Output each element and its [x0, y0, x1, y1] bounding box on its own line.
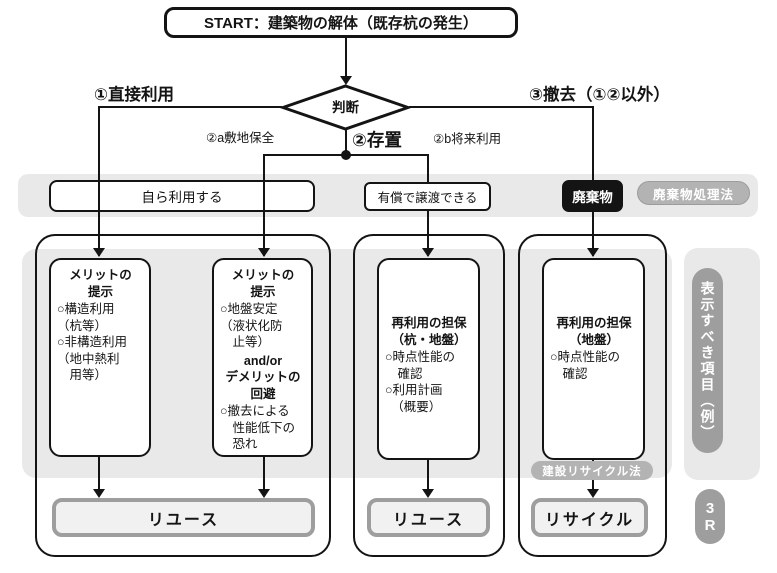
column-body: ○時点性能の 確認 [550, 350, 621, 381]
column-box-merit-ground: メリットの 提示 ○地盤安定 （液状化防 止等） and/or デメリットの 回… [212, 258, 313, 457]
arrowhead-icon [339, 76, 352, 85]
result-reuse-left: リユース [52, 498, 315, 537]
result-label: リユース [147, 511, 220, 529]
result-recycle: リサイクル [531, 498, 648, 537]
waste-node: 廃棄物 [562, 180, 623, 212]
connector-future-use-lower [427, 210, 429, 256]
branch-direct-use-label: ①直接利用 [94, 86, 174, 104]
waste-law-pill: 廃棄物処理法 [637, 181, 750, 205]
paid-transfer-node: 有償で譲渡できる [364, 182, 491, 211]
branch-leave-label: ②存置 [352, 130, 402, 150]
column-head: メリットの 提示 [231, 268, 295, 299]
column-head: メリットの 提示 [69, 268, 132, 299]
column-body2: ○撤去による 性能低下の 恐れ [220, 404, 296, 451]
arrowhead-icon [422, 248, 434, 257]
start-label: START：建築物の解体（既存杭の発生） [204, 15, 478, 32]
connector-decision-junction [344, 128, 347, 154]
paid-transfer-label: 有償で譲渡できる [377, 191, 478, 205]
arrowhead-icon [587, 489, 599, 498]
result-reuse-mid: リユース [367, 498, 490, 537]
decision-label: 判断 [332, 100, 359, 115]
waste-label: 廃棄物 [572, 190, 613, 205]
display-items-label: 表示すべき項目（例） [699, 280, 716, 441]
connector-start-decision [344, 38, 347, 77]
self-use-node: 自ら利用する [49, 180, 315, 212]
column-head: 再利用の担保 （杭・地盤） [391, 316, 467, 347]
group-transfer-frame [353, 234, 505, 557]
recycle-law-pill: 建設リサイクル法 [531, 461, 653, 480]
result-label: リユース [392, 511, 465, 529]
arrowhead-icon [422, 489, 434, 498]
connector-future-use-upper [427, 154, 429, 183]
arrowhead-icon [258, 248, 270, 257]
group-removal-frame [518, 234, 667, 557]
result-label: リサイクル [544, 511, 635, 529]
waste-law-label: 廃棄物処理法 [652, 187, 734, 202]
column-mid: and/or デメリットの 回避 [225, 353, 301, 401]
branch-future-use-label: ②b将来利用 [433, 132, 502, 146]
connector-site-preservation [263, 154, 265, 256]
connector-direct-use [98, 106, 100, 256]
three-r-pill: 3R [695, 489, 725, 544]
branch-site-preservation-label: ②a敷地保全 [206, 131, 275, 145]
three-r-label: 3R [701, 499, 719, 534]
connector-col3-result [427, 460, 429, 490]
arrowhead-icon [258, 489, 270, 498]
column-box-reuse-guarantee-pile: 再利用の担保 （杭・地盤） ○時点性能の 確認 ○利用計画 （概要） [377, 258, 480, 460]
decision-diamond: 判断 [278, 83, 413, 132]
display-items-pill: 表示すべき項目（例） [692, 268, 723, 453]
connector-branch-right [409, 106, 593, 108]
group-direct-use-frame [35, 234, 331, 557]
connector-branch-left [98, 106, 282, 108]
connector-col2-result [263, 457, 265, 490]
recycle-law-label: 建設リサイクル法 [542, 465, 642, 478]
self-use-label: 自ら利用する [141, 190, 223, 205]
arrowhead-icon [93, 248, 105, 257]
column-body: ○地盤安定 （液状化防 止等） [220, 302, 283, 349]
start-node: START：建築物の解体（既存杭の発生） [164, 7, 518, 38]
column-body: ○時点性能の 確認 ○利用計画 （概要） [385, 350, 456, 414]
column-box-reuse-guarantee-ground: 再利用の担保 （地盤） ○時点性能の 確認 [542, 258, 645, 460]
branch-removal-label: ③撤去（①②以外） [529, 86, 670, 104]
arrowhead-icon [93, 489, 105, 498]
connector-col1-result [98, 457, 100, 490]
arrowhead-icon [587, 248, 599, 257]
diamond-shape-icon [278, 84, 413, 131]
column-box-merit-structural: メリットの 提示 ○構造利用 （杭等） ○非構造利用 （地中熱利 用等） [49, 258, 151, 457]
column-body: ○構造利用 （杭等） ○非構造利用 （地中熱利 用等） [57, 302, 128, 382]
column-head: 再利用の担保 （地盤） [556, 316, 632, 347]
junction-dot [340, 150, 351, 160]
